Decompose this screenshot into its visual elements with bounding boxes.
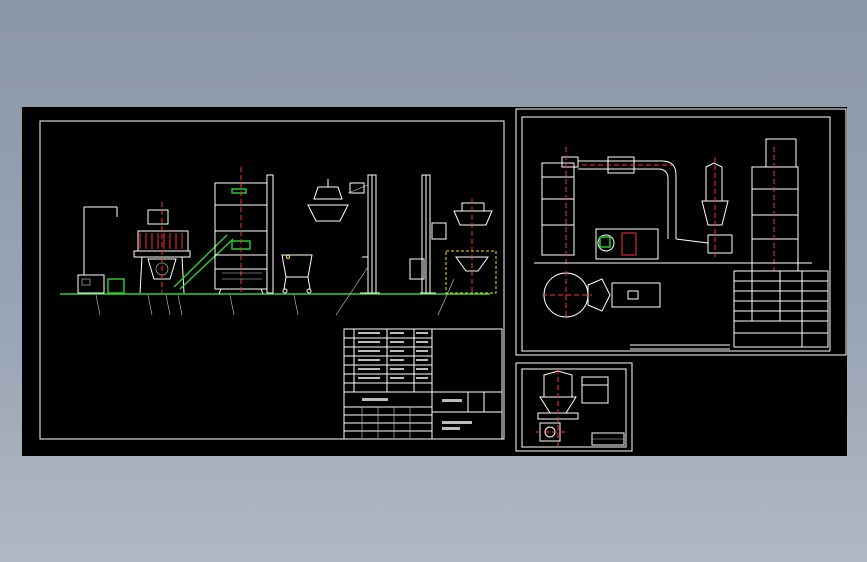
equipment-hopper-lifter [307, 174, 380, 294]
cad-drawing [39, 108, 847, 452]
main-layout-sheet [39, 120, 505, 440]
parts-list-table [343, 328, 503, 440]
detail-sheet [515, 362, 633, 452]
equipment-fluid-bed-dryer [214, 167, 274, 295]
equipment-trolley [281, 254, 313, 294]
duct-layout-sheet [515, 108, 847, 356]
equipment-column-lifter [409, 174, 497, 294]
equipment-wet-granulator [133, 202, 234, 294]
equipment-control-cabinet [77, 206, 125, 294]
cad-viewport[interactable] [22, 107, 847, 456]
